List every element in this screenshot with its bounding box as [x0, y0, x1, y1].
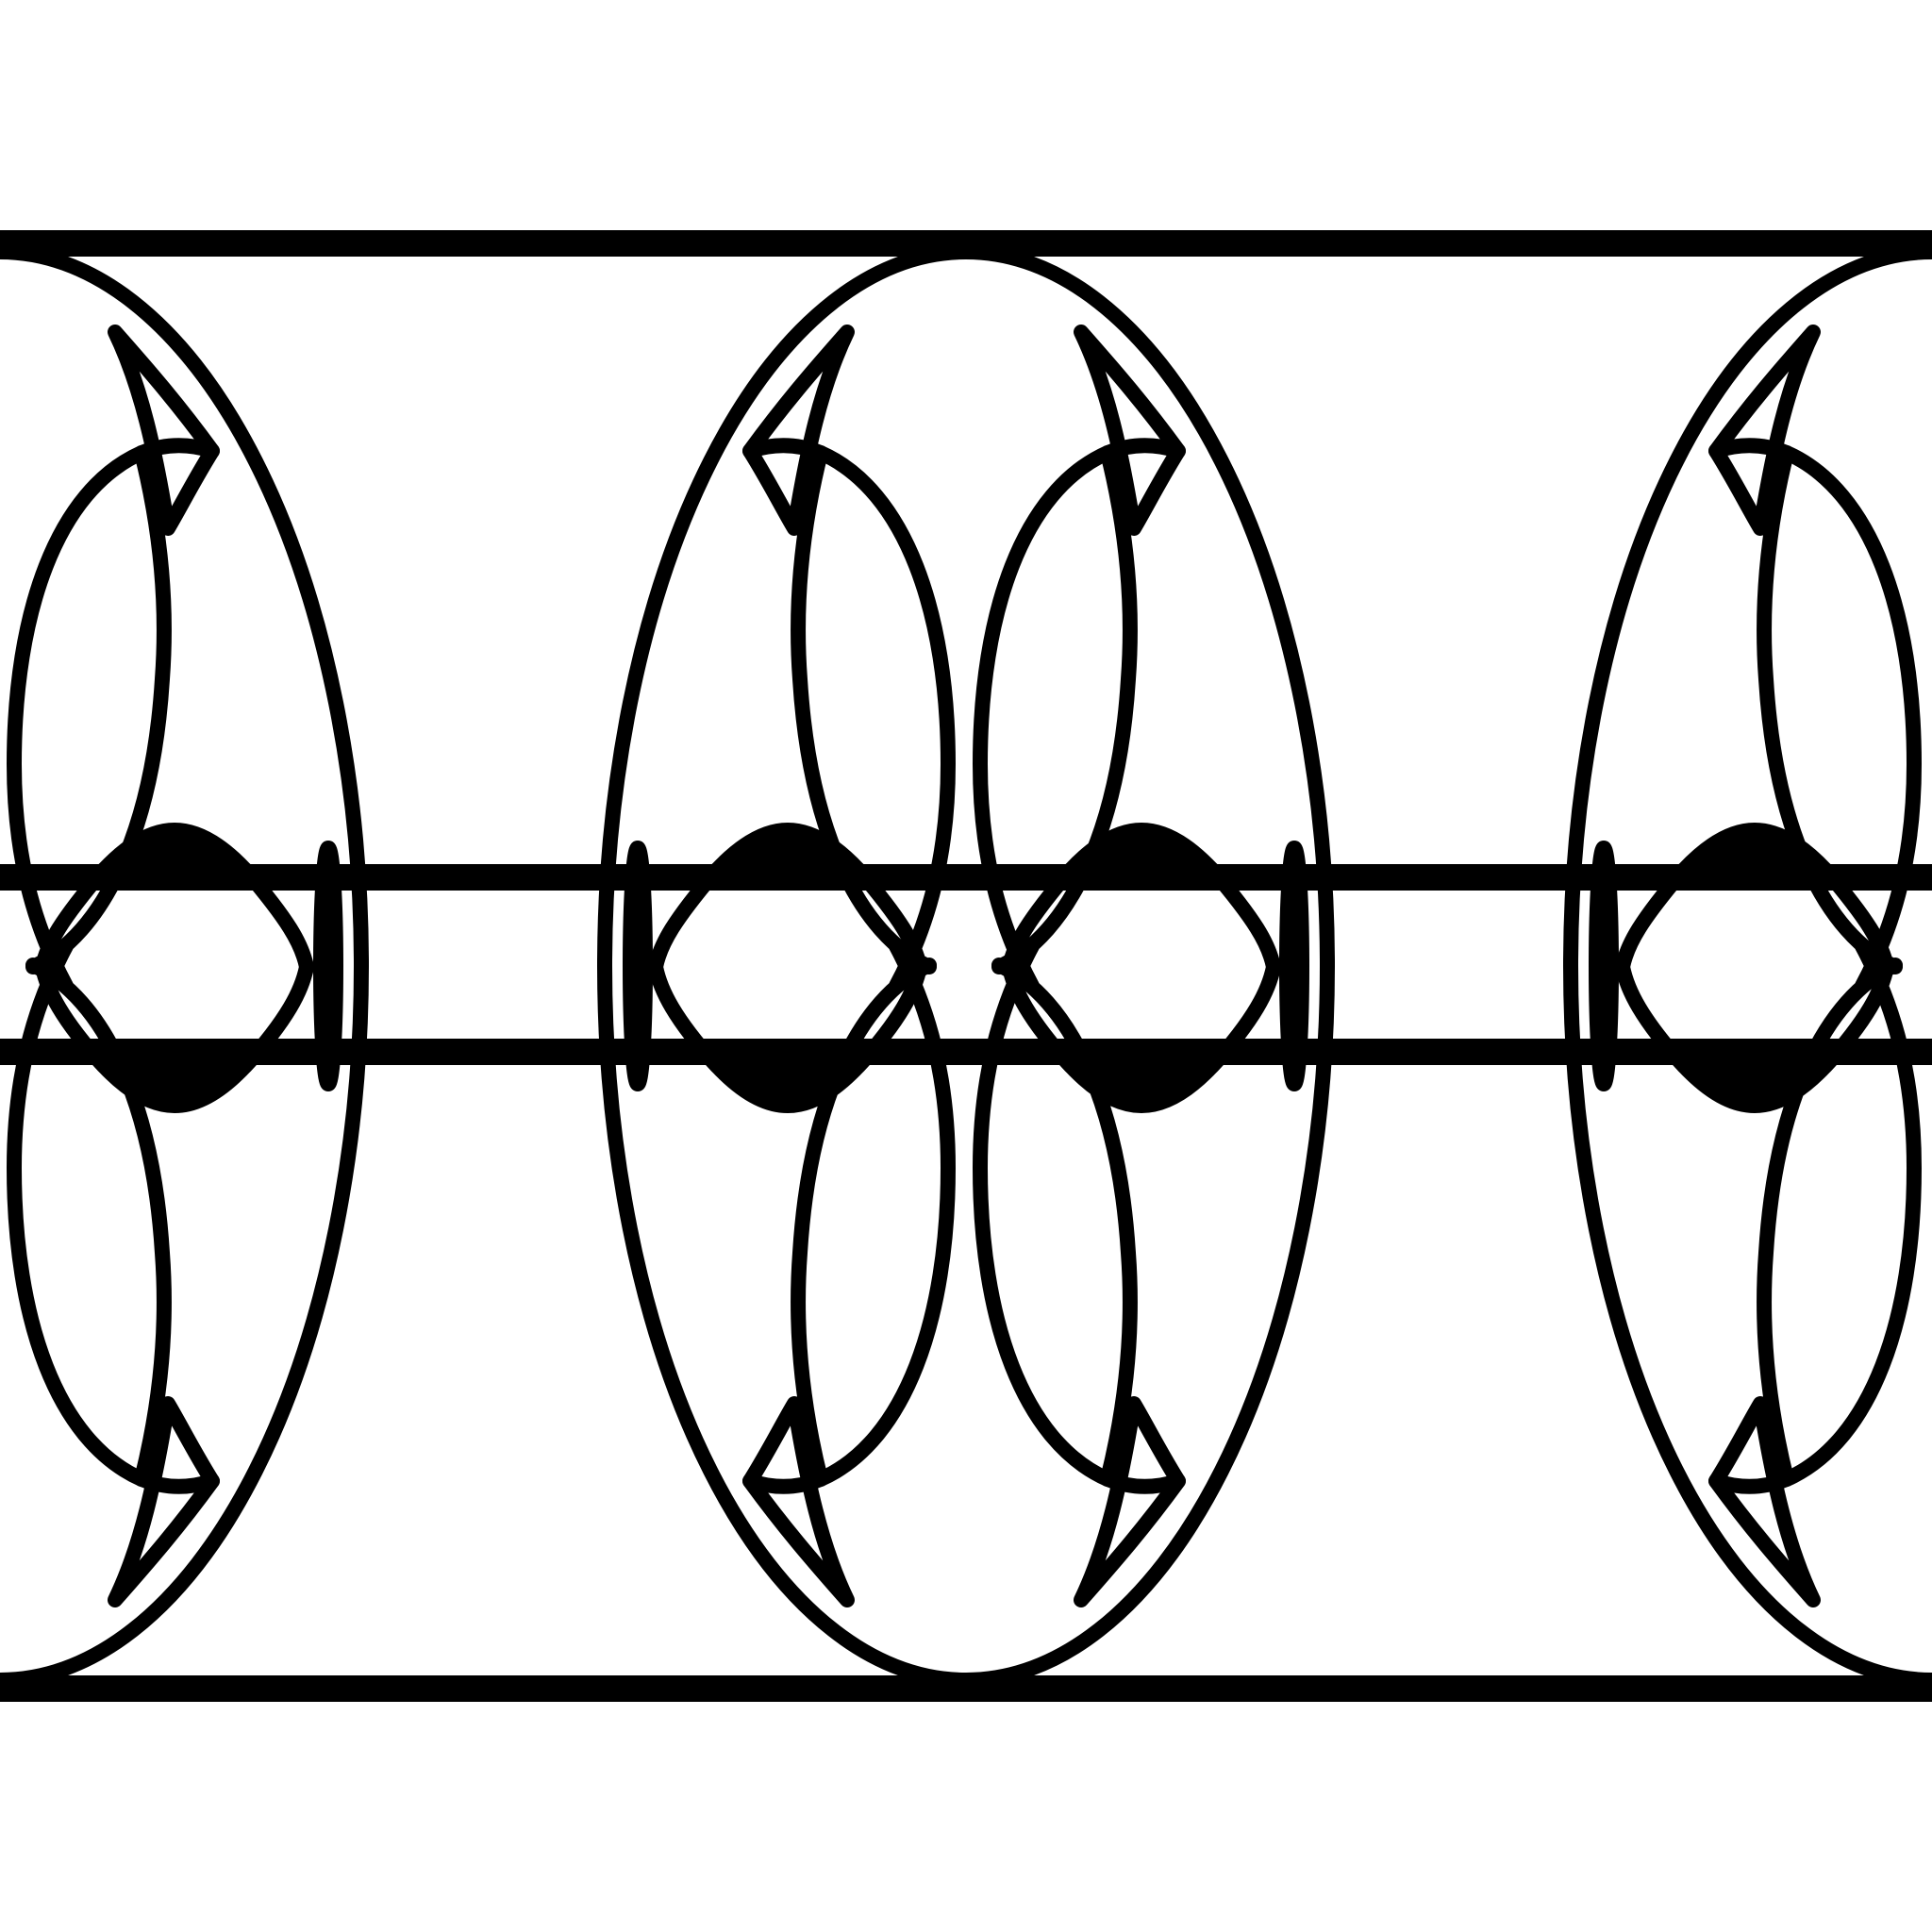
pattern-linework: [0, 230, 1932, 1702]
center-inner-sliver-left: [623, 841, 653, 1091]
right-medallion-ellipse: [1563, 244, 1932, 1688]
center-medallion-ellipse: [597, 244, 1335, 1688]
left-medallion-ellipse: [0, 244, 369, 1688]
center-inner-sliver-right: [1279, 841, 1309, 1091]
right-inner-sliver: [1589, 841, 1619, 1091]
left-inner-sliver: [313, 841, 343, 1091]
